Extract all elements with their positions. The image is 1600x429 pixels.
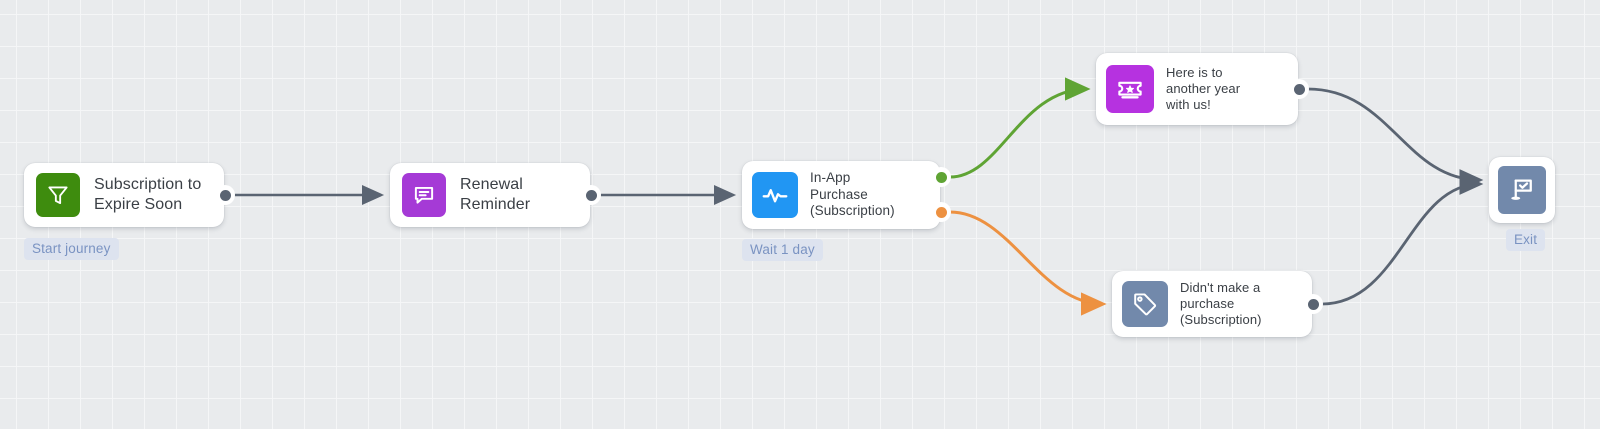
message-icon [402, 173, 446, 217]
node-title: Subscription to Expire Soon [94, 176, 202, 213]
flag-check-icon [1498, 166, 1546, 214]
port-nopurchase-output[interactable] [1303, 294, 1323, 314]
price-tag-icon [1122, 281, 1168, 327]
node-title: Here is to another year with us! [1166, 65, 1241, 112]
node-in-app-purchase[interactable]: In-App Purchase (Subscription) [742, 161, 940, 229]
port-inapp-output-no-purchase[interactable] [931, 202, 951, 222]
port-inapp-output-success[interactable] [931, 167, 951, 187]
node-subscription-to-expire-soon[interactable]: Subscription to Expire Soon [24, 163, 224, 227]
pulse-icon [752, 172, 798, 218]
node-title: Renewal Reminder [460, 176, 531, 213]
chip-start-journey: Start journey [24, 238, 119, 260]
node-title: In-App Purchase (Subscription) [810, 170, 895, 219]
edge-inapp-to-anotheryear [949, 77, 1091, 179]
chip-wait-1-day: Wait 1 day [742, 239, 823, 261]
node-didnt-make-a-purchase[interactable]: Didn't make a purchase (Subscription) [1112, 271, 1312, 337]
port-subscription-output[interactable] [215, 185, 235, 205]
port-anotheryear-output[interactable] [1289, 79, 1309, 99]
edge-nopurchase-to-exit [1321, 173, 1484, 306]
node-renewal-reminder[interactable]: Renewal Reminder [390, 163, 590, 227]
node-another-year-message[interactable]: Here is to another year with us! [1096, 53, 1298, 125]
funnel-icon [36, 173, 80, 217]
node-title: Didn't make a purchase (Subscription) [1180, 280, 1262, 327]
edge-inapp-to-nopurchase [949, 210, 1107, 316]
ticket-star-icon [1106, 65, 1154, 113]
port-renewal-output[interactable] [581, 185, 601, 205]
chip-exit: Exit [1506, 229, 1546, 251]
edge-anotheryear-to-exit [1307, 87, 1484, 191]
node-exit[interactable] [1489, 157, 1555, 223]
